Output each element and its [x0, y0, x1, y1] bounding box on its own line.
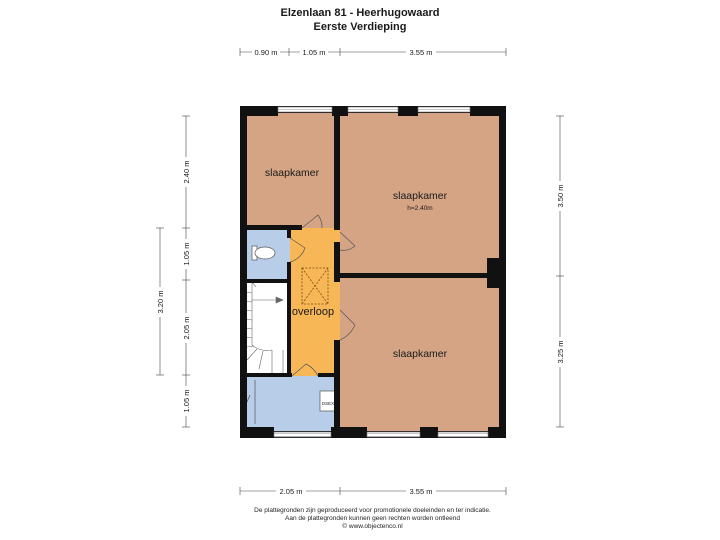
door-bedroom-1 — [301, 214, 323, 229]
bedroom-2-fill — [340, 106, 506, 276]
dimension-left-2: 1.05 m — [182, 243, 191, 266]
window-bedroom-2-left — [347, 106, 399, 113]
window-bedroom-1 — [277, 106, 333, 113]
stairs-fill — [240, 282, 290, 376]
dimension-bottom-1: 2.05 m — [280, 487, 303, 496]
bedroom-1-fill — [240, 106, 340, 228]
window-bedroom-3-left — [366, 431, 421, 438]
dimension-top-1: 0.90 m — [255, 48, 278, 57]
disclaimer-line-1: De plattegronden zijn geproduceerd voor … — [254, 507, 491, 514]
window-bedroom-3-right — [437, 431, 489, 438]
copyright-line: © www.objectenco.nl — [342, 523, 403, 530]
room-height-bedroom-2: h=2.40m — [407, 205, 432, 212]
door-bathroom — [291, 363, 319, 377]
attic-hatch — [301, 267, 329, 305]
dimension-right-1: 3.50 m — [556, 185, 565, 208]
floor-name: Eerste Verdieping — [313, 21, 407, 33]
bedroom-3-fill — [340, 276, 506, 438]
shower-label: DSEX — [322, 401, 334, 406]
room-label-bedroom-2: slaapkamer — [393, 190, 448, 202]
doors — [289, 214, 356, 377]
door-toilet — [289, 237, 306, 263]
door-bedroom-2 — [339, 231, 356, 251]
dimension-left-outer: 3.20 m — [156, 291, 165, 314]
dimension-left-4: 1.05 m — [182, 390, 191, 413]
room-label-bedroom-1: slaapkamer — [265, 167, 320, 179]
toilet-icon — [251, 245, 276, 261]
washbasin-icon: DSEX — [319, 390, 337, 412]
plan-title: Elzenlaan 81 - Heerhugowaard — [280, 7, 440, 19]
window-bedroom-2-right — [417, 106, 471, 113]
room-label-landing: overloop — [292, 306, 334, 318]
windows — [273, 106, 489, 438]
room-label-bedroom-3: slaapkamer — [393, 348, 448, 360]
inner-walls — [240, 106, 506, 438]
dimension-left-1: 2.40 m — [182, 161, 191, 184]
disclaimer-line-2: Aan de plattegronden kunnen geen rechten… — [285, 515, 460, 522]
dimension-right-2: 3.25 m — [556, 341, 565, 364]
dimension-bottom-2: 3.55 m — [410, 487, 433, 496]
dimension-left-3: 2.05 m — [182, 317, 191, 340]
dimension-top-2: 1.05 m — [303, 48, 326, 57]
landing-fill — [290, 228, 340, 376]
window-bathroom — [273, 431, 332, 438]
dimension-top-3: 3.55 m — [410, 48, 433, 57]
door-bedroom-3 — [339, 309, 356, 341]
